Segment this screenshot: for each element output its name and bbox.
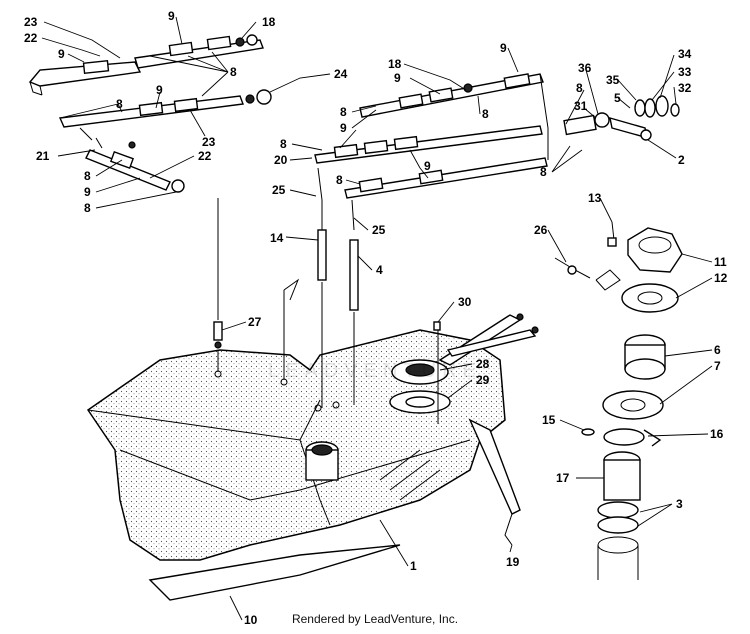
- callout-18: 18: [388, 57, 402, 71]
- callout-9: 9: [500, 41, 507, 55]
- callout-34: 34: [678, 47, 692, 61]
- footer-credit: Rendered by LeadVenture, Inc.: [291, 612, 459, 626]
- callout-1: 1: [410, 559, 417, 573]
- callout-21: 21: [36, 149, 50, 163]
- callout-9: 9: [340, 121, 347, 135]
- callout-9: 9: [84, 185, 91, 199]
- callout-32: 32: [678, 81, 692, 95]
- fuel-sender-unit: [389, 313, 539, 414]
- callout-24: 24: [334, 67, 348, 81]
- callout-27: 27: [248, 315, 262, 329]
- callout-25: 25: [272, 183, 286, 197]
- callout-2: 2: [678, 153, 685, 167]
- callout-11: 11: [714, 255, 727, 269]
- callout-7: 7: [714, 359, 721, 373]
- callout-8: 8: [280, 137, 287, 151]
- callout-8: 8: [84, 201, 91, 215]
- callout-15: 15: [542, 413, 556, 427]
- callout-8: 8: [230, 65, 237, 79]
- callout-9: 9: [58, 47, 65, 61]
- callout-3: 3: [676, 497, 683, 511]
- callout-8: 8: [576, 81, 583, 95]
- callout-33: 33: [678, 65, 692, 79]
- leader-lines: [41, 16, 713, 621]
- callout-31: 31: [574, 99, 588, 113]
- callout-9: 9: [156, 83, 163, 97]
- callout-23: 23: [202, 135, 216, 149]
- callout-25: 25: [372, 223, 386, 237]
- callout-5: 5: [614, 91, 621, 105]
- callout-4: 4: [376, 263, 383, 277]
- small-parts: [213, 198, 621, 436]
- callout-8: 8: [340, 105, 347, 119]
- callout-29: 29: [476, 373, 490, 387]
- callout-12: 12: [714, 271, 728, 285]
- callout-18: 18: [262, 15, 276, 29]
- fuel-tank: [86, 329, 506, 601]
- callout-8: 8: [482, 107, 489, 121]
- callout-8: 8: [116, 97, 123, 111]
- callout-28: 28: [476, 357, 490, 371]
- vent-hose: [468, 418, 521, 546]
- callout-numbers: 23 22 9 9 18 8 24 9 8 23 21 8 22 9 8 18 …: [24, 9, 728, 627]
- callout-8: 8: [336, 173, 343, 187]
- fuel-line-assembly-center: [283, 73, 680, 311]
- callout-9: 9: [394, 71, 401, 85]
- watermark: LEADVENTURE: [268, 360, 482, 382]
- callout-22: 22: [24, 31, 38, 45]
- callout-20: 20: [274, 153, 288, 167]
- callout-23: 23: [24, 15, 38, 29]
- callout-13: 13: [588, 191, 602, 205]
- callout-6: 6: [714, 343, 721, 357]
- callout-9: 9: [168, 9, 175, 23]
- fuel-line-assembly-left: [28, 34, 272, 193]
- callout-30: 30: [458, 295, 472, 309]
- callout-8: 8: [84, 169, 91, 183]
- callout-35: 35: [606, 73, 620, 87]
- callout-26: 26: [534, 223, 548, 237]
- filler-neck-assembly: [597, 227, 683, 580]
- callout-19: 19: [506, 555, 520, 569]
- callout-22: 22: [198, 149, 212, 163]
- callout-10: 10: [244, 613, 258, 627]
- callout-8: 8: [540, 165, 547, 179]
- callout-14: 14: [270, 231, 284, 245]
- assembly-guide-lines: [214, 282, 439, 424]
- callout-9: 9: [424, 159, 431, 173]
- callout-16: 16: [710, 427, 724, 441]
- callout-17: 17: [556, 471, 570, 485]
- callout-36: 36: [578, 61, 592, 75]
